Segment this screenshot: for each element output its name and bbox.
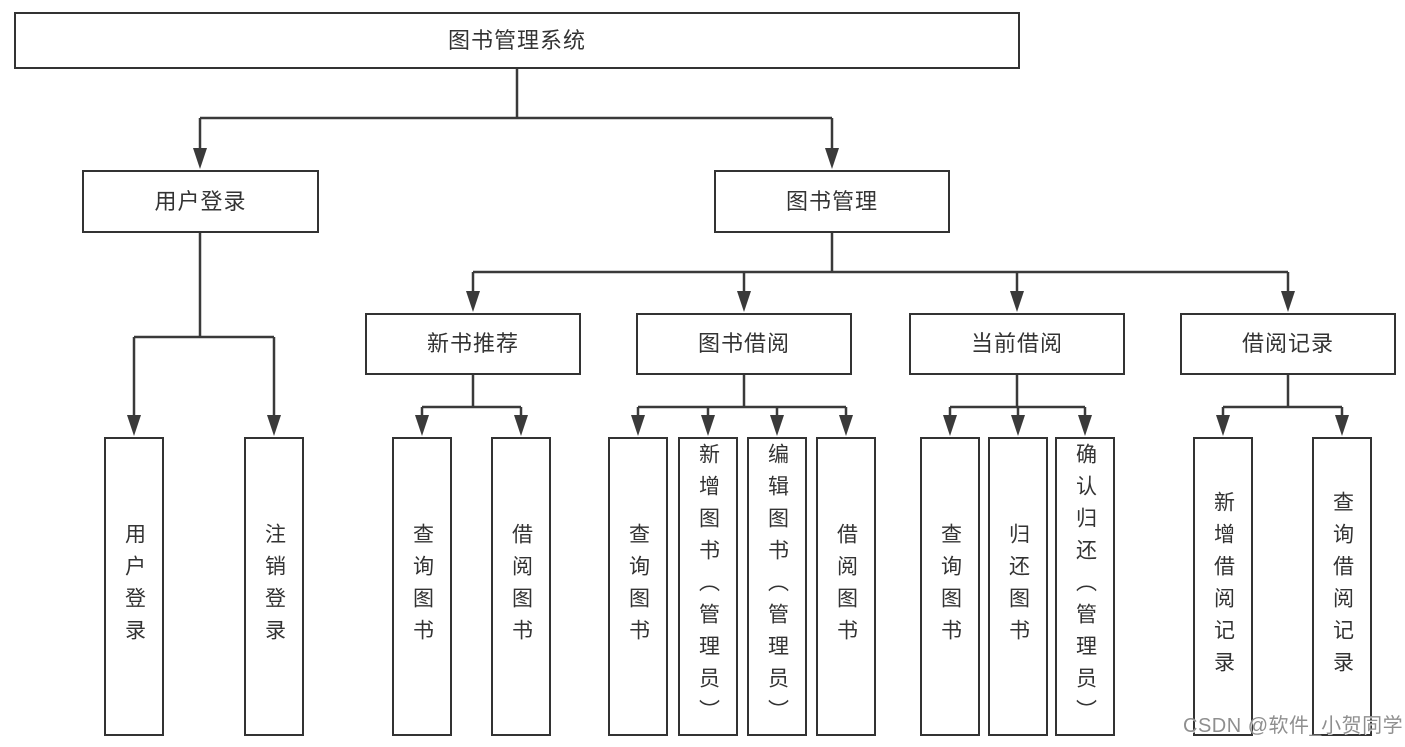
node-bor-edit-books-admin: 编辑图书（管理员） xyxy=(747,437,807,736)
node-his-query-borrow-record-label: 查询借阅记录 xyxy=(1330,490,1355,683)
node-current-borrow: 当前借阅 xyxy=(909,313,1125,375)
node-his-query-borrow-record: 查询借阅记录 xyxy=(1312,437,1372,736)
node-book-borrow-label: 图书借阅 xyxy=(697,331,790,356)
node-cur-query-books-label: 查询图书 xyxy=(938,522,963,651)
node-rec-borrow-books-label: 借阅图书 xyxy=(509,522,534,651)
node-cur-query-books: 查询图书 xyxy=(920,437,980,736)
node-do-login-label: 用户登录 xyxy=(122,522,147,651)
connector-book-mgmt xyxy=(466,233,1295,312)
connector-current-borrow xyxy=(943,375,1092,436)
node-current-borrow-label: 当前借阅 xyxy=(970,331,1063,356)
node-new-book-rec: 新书推荐 xyxy=(365,313,581,375)
connector-root xyxy=(193,69,839,169)
node-cur-confirm-return-admin-label: 确认归还（管理员） xyxy=(1073,442,1098,731)
node-do-logout: 注销登录 xyxy=(244,437,304,736)
node-bor-borrow-books: 借阅图书 xyxy=(816,437,876,736)
node-bor-borrow-books-label: 借阅图书 xyxy=(834,522,859,651)
node-cur-confirm-return-admin: 确认归还（管理员） xyxy=(1055,437,1115,736)
connector-book-borrow xyxy=(631,375,853,436)
node-user-login: 用户登录 xyxy=(82,170,319,233)
node-book-borrow: 图书借阅 xyxy=(636,313,852,375)
node-rec-borrow-books: 借阅图书 xyxy=(491,437,551,736)
node-book-mgmt-label: 图书管理 xyxy=(785,188,878,214)
node-cur-return-books-label: 归还图书 xyxy=(1006,522,1031,651)
node-borrow-records: 借阅记录 xyxy=(1180,313,1396,375)
node-rec-query-books-label: 查询图书 xyxy=(410,522,435,651)
node-root: 图书管理系统 xyxy=(14,12,1020,69)
node-bor-query-books: 查询图书 xyxy=(608,437,668,736)
node-bor-edit-books-admin-label: 编辑图书（管理员） xyxy=(765,442,790,731)
node-bor-add-books-admin-label: 新增图书（管理员） xyxy=(696,442,721,731)
node-his-add-borrow-record: 新增借阅记录 xyxy=(1193,437,1253,736)
node-book-mgmt: 图书管理 xyxy=(714,170,950,233)
node-user-login-label: 用户登录 xyxy=(154,188,247,214)
node-root-label: 图书管理系统 xyxy=(447,27,586,53)
node-borrow-records-label: 借阅记录 xyxy=(1241,331,1334,356)
node-cur-return-books: 归还图书 xyxy=(988,437,1048,736)
node-rec-query-books: 查询图书 xyxy=(392,437,452,736)
node-new-book-rec-label: 新书推荐 xyxy=(426,331,519,356)
node-do-logout-label: 注销登录 xyxy=(262,522,287,651)
connector-user-login xyxy=(127,233,281,436)
connector-borrow-records xyxy=(1216,375,1349,436)
connector-new-book-rec xyxy=(415,375,528,436)
node-do-login: 用户登录 xyxy=(104,437,164,736)
node-bor-query-books-label: 查询图书 xyxy=(626,522,651,651)
node-his-add-borrow-record-label: 新增借阅记录 xyxy=(1211,490,1236,683)
watermark-text: CSDN @软件_小贺同学 xyxy=(1183,715,1404,737)
node-bor-add-books-admin: 新增图书（管理员） xyxy=(678,437,738,736)
